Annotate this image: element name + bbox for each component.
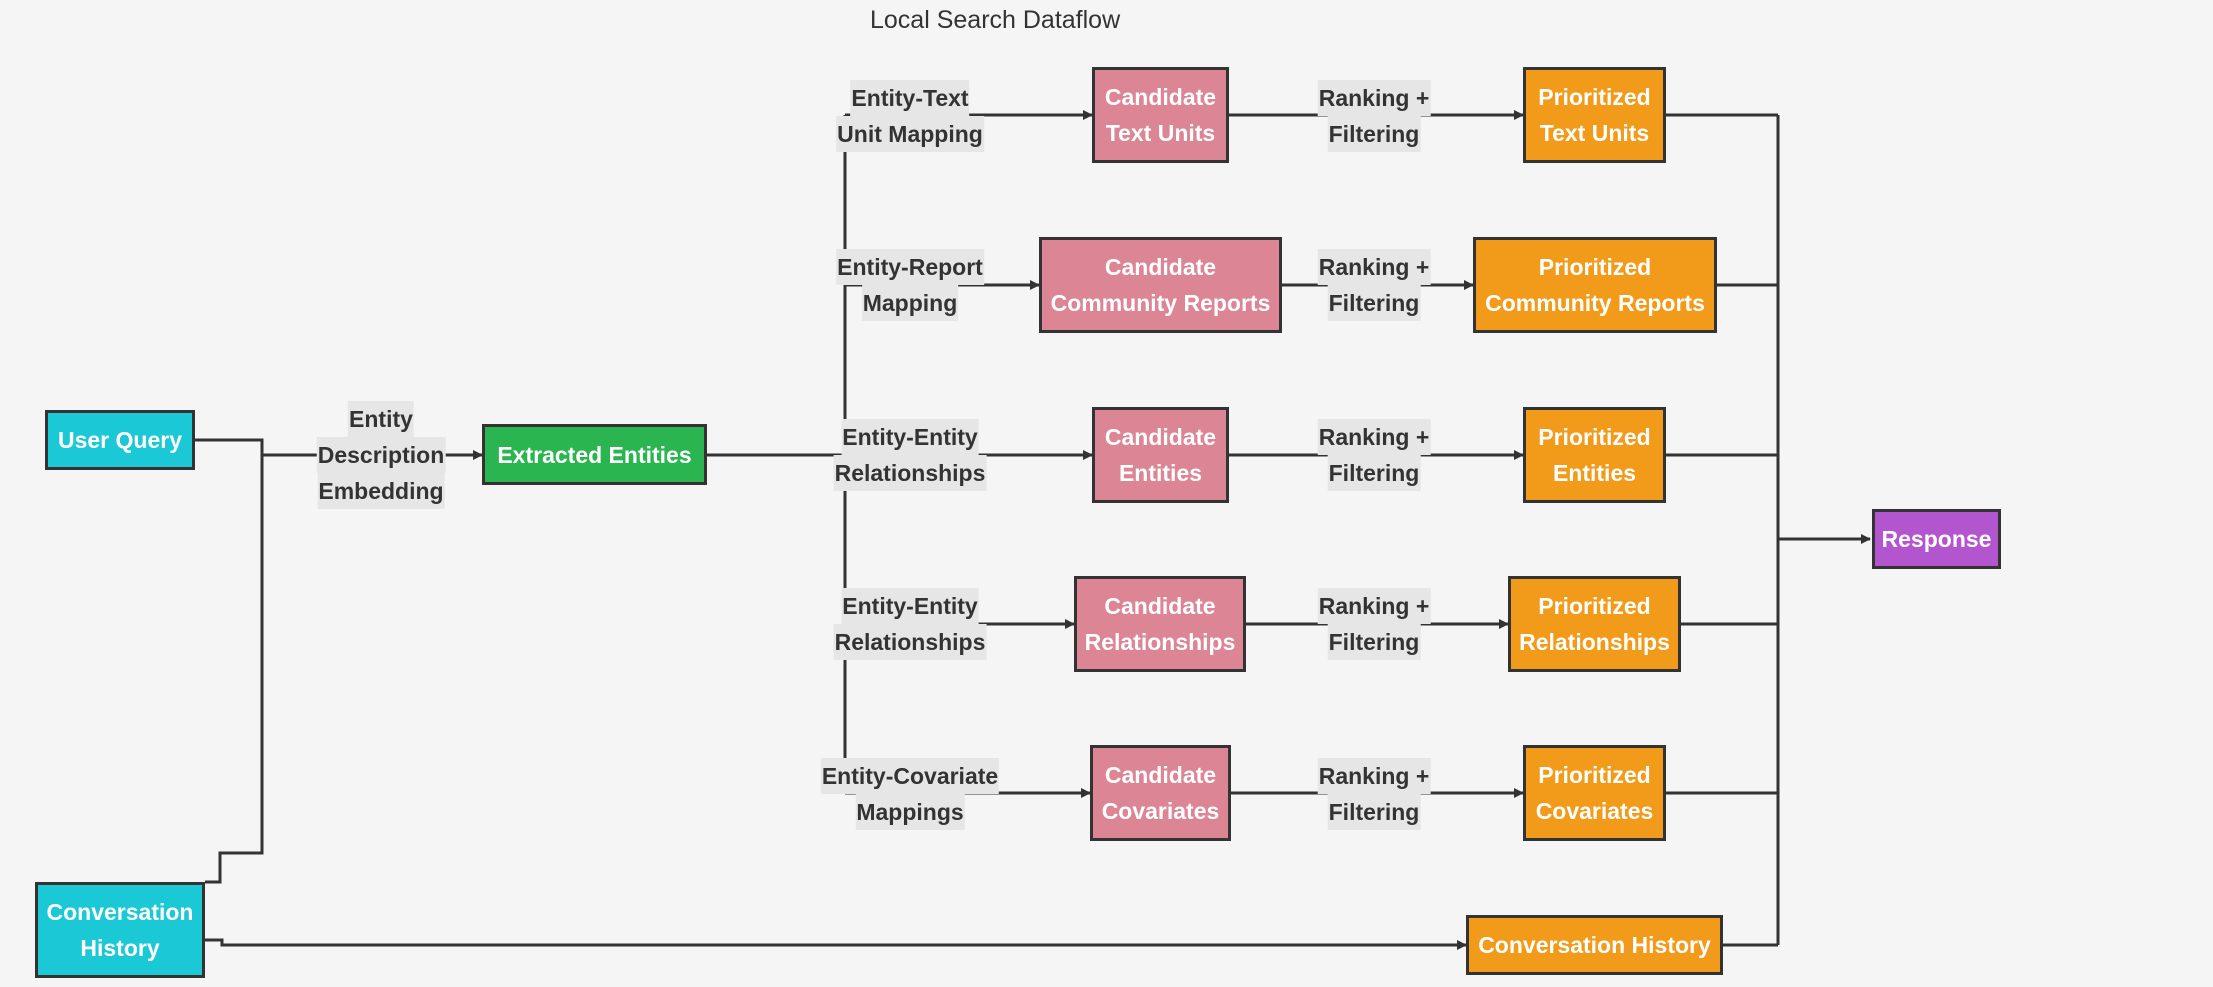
edge-label-line: Filtering [1327,794,1421,830]
node-candidate-relationships[interactable]: Candidate Relationships [1074,576,1246,672]
edge-label-ranking-covariates: Ranking + Filtering [1317,758,1431,830]
node-label: Prioritized [1538,254,1652,280]
edge-label-line: Entity-Entity [841,419,979,455]
node-prioritized-relationships[interactable]: Prioritized Relationships [1508,576,1681,672]
edge-label-line: Filtering [1327,285,1421,321]
node-user-query[interactable]: User Query [45,410,195,470]
node-candidate-entities[interactable]: Candidate Entities [1092,407,1229,503]
node-label: Conversation [46,899,194,925]
node-extracted-entities[interactable]: Extracted Entities [482,424,707,485]
edge-label-entity-entity-relationships-2: Entity-Entity Relationships [833,588,987,660]
diagram-title: Local Search Dataflow [870,6,1121,34]
edge-label-line: Relationships [833,624,987,660]
node-label: Entities [1118,460,1203,486]
node-label: Candidate [1104,424,1217,450]
edge-label-entity-report-mapping: Entity-Report Mapping [836,249,984,321]
node-label: Entities [1552,460,1637,486]
edge-label-entity-entity-relationships: Entity-Entity Relationships [833,419,987,491]
node-label: Candidate [1104,762,1217,788]
edge-label-line: Unit Mapping [836,116,984,152]
edge-label-line: Entity-Report [836,249,984,285]
edge-label-line: Entity-Text [850,80,970,116]
node-response[interactable]: Response [1872,509,2001,569]
edge-label-entity-covariate-mappings: Entity-Covariate Mappings [820,758,1000,830]
node-prioritized-covariates[interactable]: Prioritized Covariates [1523,745,1666,841]
node-label: Text Units [1539,120,1650,146]
node-prioritized-community-reports[interactable]: Prioritized Community Reports [1473,237,1717,333]
node-conversation-history-output[interactable]: Conversation History [1466,915,1723,975]
edge-label-entity-text-unit-mapping: Entity-Text Unit Mapping [836,80,984,152]
node-label: Community Reports [1050,290,1271,316]
node-label: Candidate [1104,84,1217,110]
node-label: Conversation History [1478,932,1711,958]
node-label: Extracted Entities [497,441,692,468]
node-label: Relationships [1084,629,1236,655]
edge-label-line: Ranking + [1317,588,1431,624]
edge-label-line: Ranking + [1317,419,1431,455]
edge-label-line: Description [316,437,446,473]
edge-label-line: Mapping [861,285,959,321]
edge-label-line: Filtering [1327,116,1421,152]
node-label: Covariates [1101,798,1220,824]
node-label: Text Units [1105,120,1216,146]
edge-label-line: Ranking + [1317,249,1431,285]
node-prioritized-text-units[interactable]: Prioritized Text Units [1523,67,1666,163]
edge-label-line: Relationships [833,455,987,491]
edge-history-to-history-out [205,938,1467,950]
edge-label-ranking-relationships: Ranking + Filtering [1317,588,1431,660]
edge-label-line: Mappings [855,794,965,830]
node-label: Prioritized [1538,593,1651,619]
node-label: History [80,935,160,961]
edge-label-line: Embedding [317,473,445,509]
node-candidate-covariates[interactable]: Candidate Covariates [1090,745,1231,841]
edge-label-line: Entity-Covariate [820,758,1000,794]
edge-label-line: Filtering [1327,455,1421,491]
edge-history-to-merge [205,455,264,884]
node-label: Community Reports [1485,290,1705,316]
node-label: Prioritized [1538,84,1651,110]
node-label: Relationships [1519,629,1670,655]
node-candidate-text-units[interactable]: Candidate Text Units [1092,67,1229,163]
edge-label-line: Ranking + [1317,80,1431,116]
node-label: Prioritized [1538,424,1651,450]
node-conversation-history-input[interactable]: Conversation History [35,882,205,978]
node-label: Candidate [1104,254,1217,280]
edge-label-ranking-text-units: Ranking + Filtering [1317,80,1431,152]
node-label: User Query [57,427,182,453]
node-label: Covariates [1535,798,1654,824]
edge-label-line: Entity [348,401,414,437]
node-candidate-community-reports[interactable]: Candidate Community Reports [1039,237,1282,333]
node-prioritized-entities[interactable]: Prioritized Entities [1523,407,1666,503]
edge-label-line: Ranking + [1317,758,1431,794]
edge-label-ranking-reports: Ranking + Filtering [1317,249,1431,321]
edge-label-line: Entity-Entity [841,588,979,624]
node-label: Candidate [1104,593,1216,619]
node-label: Response [1881,526,1992,552]
node-label: Prioritized [1538,762,1651,788]
edge-label-ranking-entities: Ranking + Filtering [1317,419,1431,491]
edge-label-entity-description-embedding: Entity Description Embedding [316,401,446,509]
edge-label-line: Filtering [1327,624,1421,660]
